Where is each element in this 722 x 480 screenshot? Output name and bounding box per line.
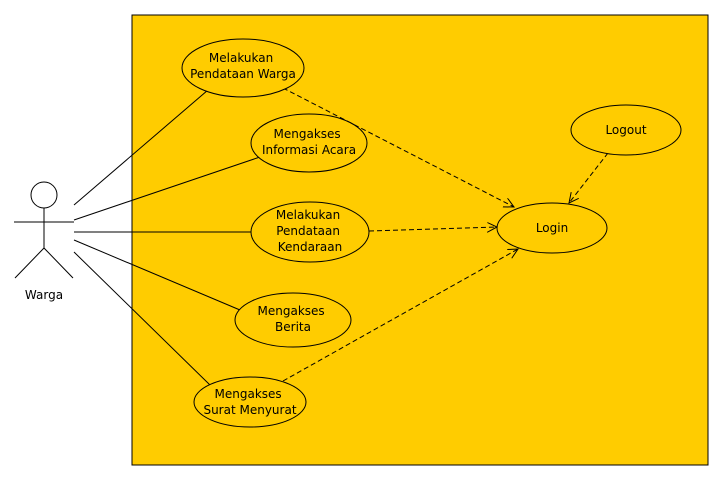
use-case-berita: Mengakses Berita <box>234 292 352 348</box>
actor-label: Warga <box>25 288 63 302</box>
use-case-pendataan-kendaraan: Melakukan Pendataan Kendaraan <box>250 201 370 263</box>
association-informasi-acara <box>73 156 261 221</box>
use-case-label: Mengakses Surat Menyurat <box>203 387 296 417</box>
actor-warga <box>14 181 74 279</box>
stick-figure-actor-icon <box>30 181 58 209</box>
use-case-label: Mengakses Berita <box>258 304 329 334</box>
use-case-logout: Logout <box>570 104 682 156</box>
use-case-label: Mengakses Informasi Acara <box>262 127 356 157</box>
use-case-label: Melakukan Pendataan Kendaraan <box>276 208 344 254</box>
associations <box>73 89 261 386</box>
use-case-surat-menyurat: Mengakses Surat Menyurat <box>193 376 307 428</box>
association-surat-menyurat <box>73 251 211 386</box>
use-case-login: Login <box>496 202 608 254</box>
use-case-pendataan-warga: Melakukan Pendataan Warga <box>181 38 305 98</box>
use-case-label: Melakukan Pendataan Warga <box>190 51 296 81</box>
dependencies <box>282 87 609 382</box>
use-case-label: Logout <box>605 123 646 137</box>
dependency-pendataan-kendaraan-login <box>368 227 497 231</box>
use-case-informasi-acara: Mengakses Informasi Acara <box>250 113 368 173</box>
dependency-surat-menyurat-login <box>282 249 518 382</box>
use-case-label: Login <box>536 221 568 235</box>
association-berita <box>73 239 241 311</box>
dependency-pendataan-warga-login <box>282 87 514 207</box>
dependency-logout-login <box>569 152 609 203</box>
association-pendataan-warga <box>73 89 209 206</box>
